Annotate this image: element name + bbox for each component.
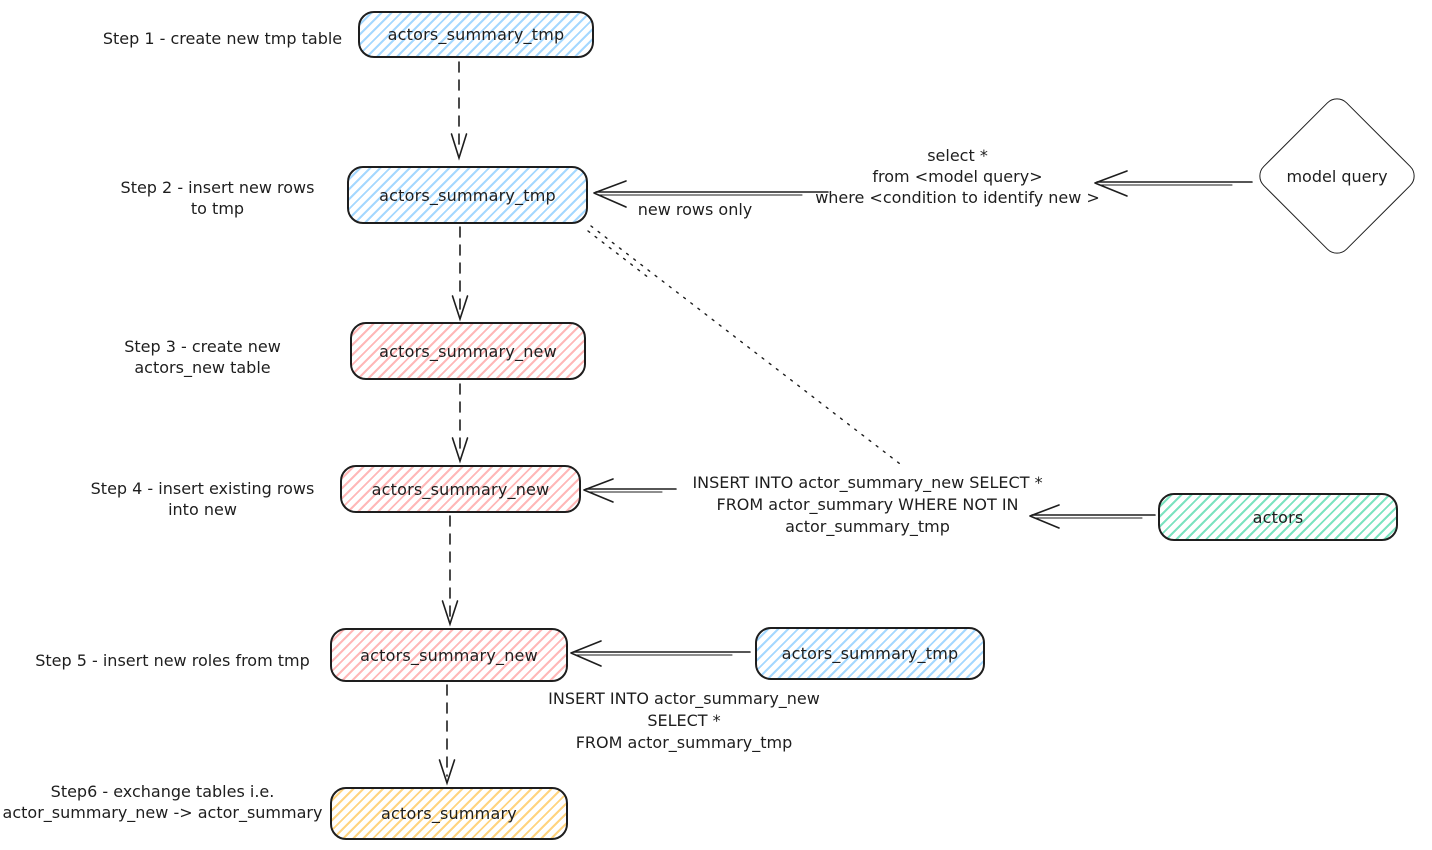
arrow-box5-to-box6 bbox=[438, 684, 456, 786]
model-query-label: model query bbox=[1286, 166, 1388, 186]
node-actors-summary-new-step5: actors_summary_new bbox=[330, 628, 568, 682]
step4-label: Step 4 - insert existing rows into new bbox=[90, 479, 315, 519]
node-label: actors_summary bbox=[381, 804, 517, 823]
step6-label: Step6 - exchange tables i.e. actor_summa… bbox=[2, 782, 323, 822]
node-actors-summary-new-step4: actors_summary_new bbox=[340, 465, 581, 513]
arrow-tmp-right-to-box5 bbox=[570, 640, 751, 667]
insert-query-2-annotation: INSERT INTO actor_summary_new SELECT * F… bbox=[548, 689, 820, 752]
dotted-line-box2-to-insert1 bbox=[587, 225, 905, 468]
arrow-box1-to-box2 bbox=[450, 61, 468, 161]
node-actors-summary-new-step3: actors_summary_new bbox=[350, 322, 586, 380]
arrow-insert1-to-box4 bbox=[583, 478, 677, 503]
edge-label-new-rows-only: new rows only bbox=[637, 200, 753, 219]
step3-label: Step 3 - create new actors_new table bbox=[124, 337, 281, 377]
node-label: actors_summary_tmp bbox=[379, 185, 556, 205]
arrow-select-query-to-box2 bbox=[593, 180, 829, 208]
node-label: actors bbox=[1252, 507, 1304, 527]
node-label: actors_summary_new bbox=[371, 479, 550, 499]
node-actors: actors bbox=[1158, 493, 1398, 541]
arrow-box3-to-box4 bbox=[451, 383, 469, 464]
node-label: actors_summary_tmp bbox=[781, 644, 959, 663]
node-label: actors_summary_new bbox=[360, 645, 538, 665]
node-actors-summary-tmp-step1: actors_summary_tmp bbox=[358, 11, 594, 58]
node-label: actors_summary_new bbox=[379, 341, 557, 361]
node-actors-summary-step6: actors_summary bbox=[330, 787, 568, 840]
arrow-actors-to-insert1 bbox=[1029, 504, 1156, 529]
step2-label: Step 2 - insert new rows to tmp bbox=[120, 178, 315, 218]
arrow-model-query-to-select-query bbox=[1094, 170, 1253, 197]
arrow-box4-to-box5 bbox=[441, 515, 459, 627]
arrow-box2-to-box3 bbox=[451, 226, 469, 322]
node-actors-summary-tmp-source: actors_summary_tmp bbox=[755, 627, 985, 680]
select-query-annotation: select * from <model query> where <condi… bbox=[815, 146, 1100, 207]
node-actors-summary-tmp-step2: actors_summary_tmp bbox=[347, 166, 588, 224]
step1-label: Step 1 - create new tmp table bbox=[102, 29, 343, 48]
insert-query-1-annotation: INSERT INTO actor_summary_new SELECT * F… bbox=[692, 473, 1043, 536]
step5-label: Step 5 - insert new roles from tmp bbox=[35, 651, 310, 670]
node-label: actors_summary_tmp bbox=[387, 25, 565, 44]
